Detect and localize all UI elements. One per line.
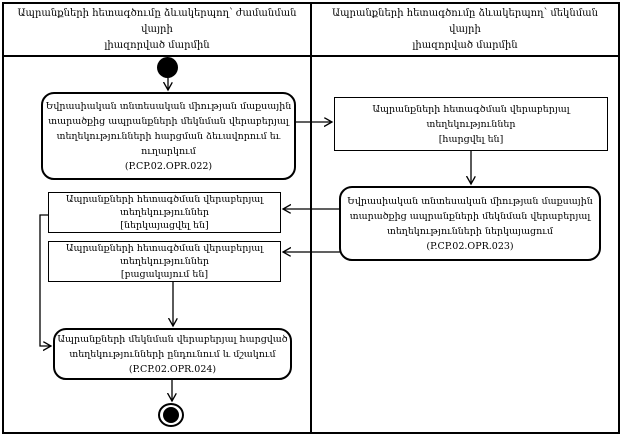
action-opr023-label: Եվրասիական տնտեսական միության մաքսային տ…: [347, 195, 593, 252]
lane-header-arrival-authority: Ապրանքների հետագծումը ձևակերպող՝ ժամանմա…: [17, 8, 297, 51]
object-absent-label: Ապրանքների հետագծման վերաբերյալ տեղեկութ…: [65, 243, 264, 280]
initial-node-icon: [157, 57, 178, 78]
action-box-opr024: Ապրանքների մեկնման վերաբերյալ հարցված տե…: [53, 328, 292, 380]
lane-header-departure-authority: Ապրանքների հետագծումը ձևակերպող՝ մեկնման…: [332, 8, 598, 51]
object-node-absent: Ապրանքների հետագծման վերաբերյալ տեղեկութ…: [48, 241, 281, 282]
object-node-requested: Ապրանքների հետագծման վերաբերյալ տեղեկութ…: [334, 97, 608, 151]
object-presented-label: Ապրանքների հետագծման վերաբերյալ տեղեկութ…: [65, 194, 264, 231]
action-opr024-label: Ապրանքների մեկնման վերաբերյալ հարցված տե…: [57, 333, 288, 375]
action-box-opr023: Եվրասիական տնտեսական միության մաքսային տ…: [339, 186, 601, 261]
lane-divider: [310, 2, 312, 434]
final-node-icon: [158, 403, 184, 427]
action-box-opr022: Եվրասիական տնտեսական միության մաքսային տ…: [41, 92, 296, 180]
header-underline: [2, 55, 620, 57]
object-requested-label: Ապրանքների հետագծման վերաբերյալ տեղեկութ…: [372, 103, 570, 145]
final-node-core: [163, 407, 179, 423]
action-opr022-label: Եվրասիական տնտեսական միության մաքսային տ…: [45, 100, 292, 172]
object-node-presented: Ապրանքների հետագծման վերաբերյալ տեղեկութ…: [48, 192, 281, 233]
